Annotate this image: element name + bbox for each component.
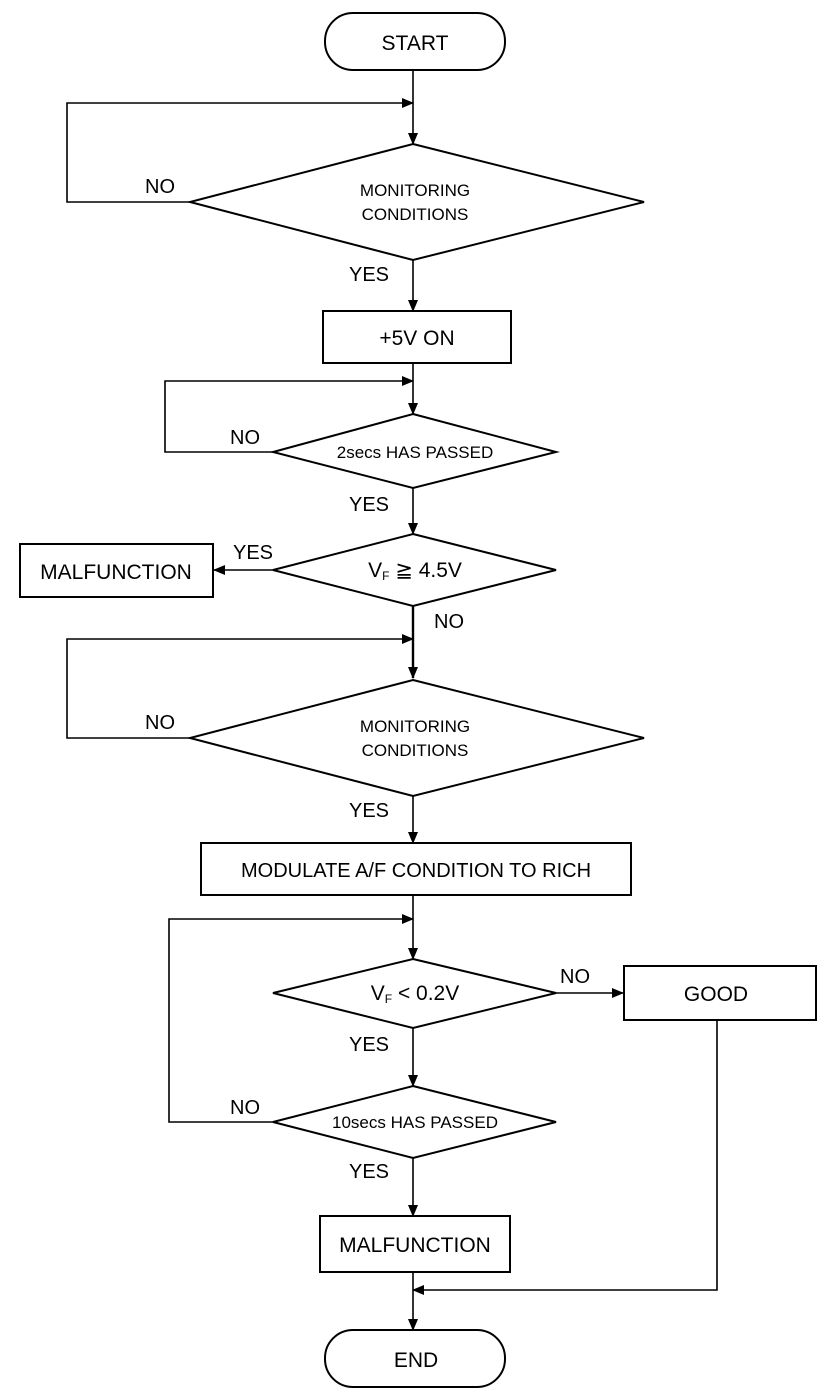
decision-monitoring-1: MONITORING CONDITIONS [186, 142, 645, 262]
label-yes-vf-high: YES [233, 542, 273, 564]
connectors [66, 70, 718, 1331]
label-no-wait-10s: NO [230, 1097, 260, 1119]
label-no-monitoring-1: NO [145, 176, 175, 198]
process-modulate: MODULATE A/F CONDITION TO RICH [200, 842, 632, 896]
decision-wait-2s: 2secs HAS PASSED [269, 412, 560, 490]
start-label: START [382, 32, 449, 55]
malfunction-1-label: MALFUNCTION [40, 561, 192, 584]
loop-wait-2s-no [164, 376, 414, 453]
vf-high-label: VF ≧ 4.5V [368, 559, 462, 583]
wait-10s-label: 10secs HAS PASSED [332, 1113, 498, 1132]
monitoring-1-line-2: CONDITIONS [362, 205, 469, 224]
label-no-wait-2s: NO [230, 427, 260, 449]
process-good: GOOD [623, 965, 817, 1021]
loop-monitoring-1-no [66, 98, 414, 203]
branch-labels: NO YES NO YES YES NO NO YES NO YES NO YE… [145, 176, 590, 1183]
end-terminal: END [324, 1329, 506, 1388]
loop-wait-10s-no [168, 914, 414, 1123]
label-yes-wait-2s: YES [349, 494, 389, 516]
loop-monitoring-2-no [66, 634, 414, 739]
label-no-monitoring-2: NO [145, 712, 175, 734]
wait-2s-label: 2secs HAS PASSED [337, 443, 494, 462]
monitoring-2-line-1: MONITORING [360, 717, 470, 736]
power-on-label: +5V ON [379, 327, 454, 350]
start-terminal: START [324, 12, 506, 71]
decision-monitoring-2: MONITORING CONDITIONS [186, 678, 645, 798]
label-yes-wait-10s: YES [349, 1161, 389, 1183]
connector-good-to-end [412, 1021, 718, 1295]
label-no-vf-high: NO [434, 611, 464, 633]
modulate-label: MODULATE A/F CONDITION TO RICH [241, 860, 591, 882]
good-label: GOOD [684, 983, 748, 1006]
end-label: END [394, 1349, 438, 1372]
process-malfunction-2: MALFUNCTION [319, 1215, 511, 1273]
vf-low-label: VF < 0.2V [371, 982, 460, 1006]
label-no-vf-low: NO [560, 966, 590, 988]
decision-vf-high: VF ≧ 4.5V [272, 532, 557, 608]
malfunction-2-label: MALFUNCTION [339, 1234, 491, 1257]
decision-wait-10s: 10secs HAS PASSED [272, 1084, 557, 1160]
label-yes-vf-low: YES [349, 1034, 389, 1056]
label-yes-monitoring-2: YES [349, 800, 389, 822]
label-yes-monitoring-1: YES [349, 264, 389, 286]
monitoring-1-line-1: MONITORING [360, 181, 470, 200]
process-power-on: +5V ON [322, 310, 512, 364]
decision-vf-low: VF < 0.2V [272, 957, 557, 1030]
monitoring-2-line-2: CONDITIONS [362, 741, 469, 760]
process-malfunction-1: MALFUNCTION [19, 543, 214, 598]
